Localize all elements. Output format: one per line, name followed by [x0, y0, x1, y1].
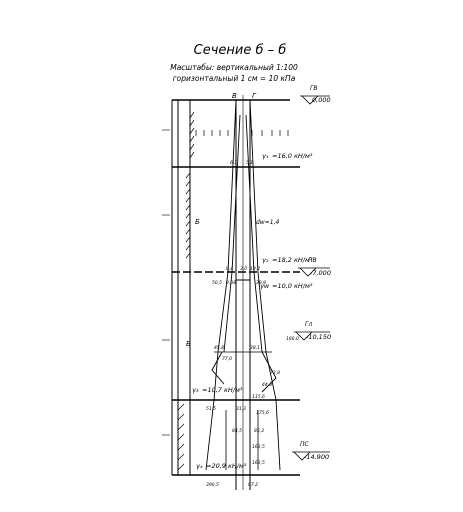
- unit-weight-label-3: γ₃ =10,7 кН/м³: [192, 386, 243, 394]
- pressure-diagram: [205, 99, 281, 471]
- svg-text:9,08: 9,08: [226, 280, 236, 286]
- svg-text:-7,000: -7,000: [310, 269, 331, 277]
- side-label-upper: Б: [195, 218, 200, 226]
- svg-text:=10,0 кН/м³: =10,0 кН/м³: [272, 282, 313, 290]
- svg-text:163,5: 163,5: [252, 444, 265, 450]
- svg-text:77,0: 77,0: [222, 356, 232, 362]
- svg-text:γ₁: γ₁: [262, 152, 269, 160]
- side-label-lower: Б: [186, 340, 191, 348]
- svg-text:Гл: Гл: [305, 321, 312, 328]
- bottom-value-right: 97,2: [248, 482, 258, 488]
- unit-weight-label-2: γ₂ =18,2 кН/м³: [262, 256, 313, 264]
- svg-text:44,8: 44,8: [262, 382, 272, 388]
- svg-text:85,3: 85,3: [254, 428, 264, 434]
- section-title: Сечение б – б: [194, 43, 287, 58]
- elevation-marker-3: Гл -10,150: [294, 321, 331, 341]
- svg-text:ГВ: ГВ: [310, 85, 317, 92]
- svg-text:=10,7 кН/м³: =10,7 кН/м³: [202, 386, 243, 394]
- point-label-left: В: [232, 92, 237, 100]
- lower-diagram-values: 45,8 38,1 180,0 77,0 72,8 44,8 115,6 31,…: [206, 336, 299, 466]
- svg-text:31,3: 31,3: [236, 406, 246, 412]
- elevation-marker-1: ГВ 0,000: [300, 85, 331, 105]
- unit-weight-label-4: γ₄ =20,9 кН/м³: [196, 462, 247, 470]
- unit-weight-label-1: γ₁ =16,0 кН/м³: [262, 152, 313, 160]
- layer-thickness-marks: [162, 129, 170, 436]
- svg-text:5,1: 5,1: [246, 160, 253, 166]
- svg-text:6,1: 6,1: [230, 160, 237, 166]
- svg-text:39,9: 39,9: [256, 280, 266, 286]
- horizontal-scale-label: горизонтальный 1 см = 10 кПа: [173, 74, 296, 83]
- svg-text:19,2: 19,2: [250, 266, 260, 272]
- svg-text:γ₂: γ₂: [262, 256, 269, 264]
- bottom-value-left: 390,5: [206, 482, 219, 488]
- svg-text:γ₃: γ₃: [192, 386, 199, 394]
- svg-text:115,6: 115,6: [252, 394, 265, 400]
- svg-text:163,5: 163,5: [252, 460, 265, 466]
- vertical-scale-label: Масштабы: вертикальный 1:100: [170, 63, 298, 72]
- svg-text:84,5: 84,5: [232, 428, 242, 434]
- elevation-marker-4: ПС -14,900: [292, 441, 330, 461]
- svg-text:175,6: 175,6: [256, 410, 269, 416]
- elevation-marker-2: ПВ -7,000: [298, 257, 331, 277]
- svg-text:38,1: 38,1: [250, 345, 260, 351]
- svg-text:=20,9 кН/м³: =20,9 кН/м³: [206, 462, 247, 470]
- svg-text:0,000: 0,000: [312, 96, 331, 104]
- svg-text:ПС: ПС: [300, 441, 310, 448]
- svg-text:72,8: 72,8: [270, 370, 280, 376]
- svg-text:=16,0 кН/м³: =16,0 кН/м³: [272, 152, 313, 160]
- svg-text:γ₄: γ₄: [196, 462, 203, 470]
- upper-diagram-values: 6,1 5,1 8,4 3,0 19,2 50,5 9,08 39,9: [212, 160, 266, 286]
- svg-text:45,8: 45,8: [214, 345, 224, 351]
- svg-text:ПВ: ПВ: [308, 257, 317, 264]
- point-label-right: Г: [252, 92, 257, 100]
- soil-hatch-upper: [185, 111, 195, 259]
- svg-text:-14,900: -14,900: [304, 453, 329, 461]
- unit-weight-label-water: γw =10,0 кН/м³: [260, 282, 313, 290]
- svg-text:=18,2 кН/м³: =18,2 кН/м³: [272, 256, 313, 264]
- svg-text:50,5: 50,5: [212, 280, 222, 286]
- svg-text:180,0: 180,0: [286, 336, 299, 342]
- svg-text:8,4: 8,4: [226, 266, 233, 272]
- svg-text:-10,150: -10,150: [306, 333, 331, 341]
- svg-text:γw: γw: [260, 282, 270, 290]
- surface-load-ticks: [195, 130, 289, 136]
- soil-hatch-lower: [177, 403, 185, 471]
- svg-text:51,5: 51,5: [206, 406, 216, 412]
- dw-label: dw=1,4: [256, 219, 279, 226]
- svg-text:3,0: 3,0: [240, 266, 247, 272]
